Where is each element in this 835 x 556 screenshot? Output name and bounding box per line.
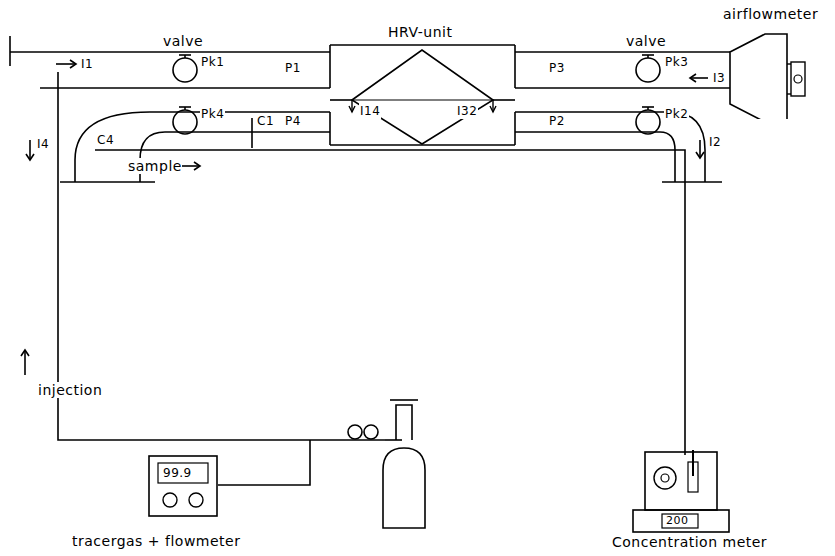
pressure-label: Pk4 [200,106,225,122]
flow-label: I2 [708,134,722,150]
flow-label: I14 [359,103,381,119]
flowmeter-display-outline [148,455,218,517]
sample-label: sample [128,158,182,174]
injection-label: injection [38,382,102,398]
flowmeter-display: 99.9 [148,455,218,517]
node-title: 200 [666,514,689,528]
hrv-unit: HRV-unit [330,22,515,147]
pressure-label: P4 [284,113,302,129]
node-title: HRV-unit [388,24,452,40]
node-title: airflowmeter [723,6,818,22]
valve-label: valve [163,33,203,49]
node-title: 99.9 [163,465,192,481]
pressure-label: P1 [284,60,302,76]
valve-label: valve [626,33,666,49]
pressure-label: P2 [548,113,566,129]
flow-label: I4 [36,136,50,152]
flow-label: I1 [80,56,94,72]
pressure-label: P3 [548,60,566,76]
flow-label: I3 [712,70,726,86]
concentration-meter: 200Concentration meter [600,440,775,552]
concentration-label: C4 [96,132,115,148]
equipment-label: tracergas + flowmeter [72,533,240,549]
pressure-label: Pk2 [664,106,689,122]
pressure-label: Pk1 [200,54,225,70]
pressure-label: Pk3 [664,54,689,70]
concentration-label: C1 [256,113,275,129]
flow-label: I32 [456,103,478,119]
hrv-unit-outline [330,22,515,147]
node-caption: Concentration meter [612,534,767,550]
airflowmeter: airflowmeter [715,4,833,119]
